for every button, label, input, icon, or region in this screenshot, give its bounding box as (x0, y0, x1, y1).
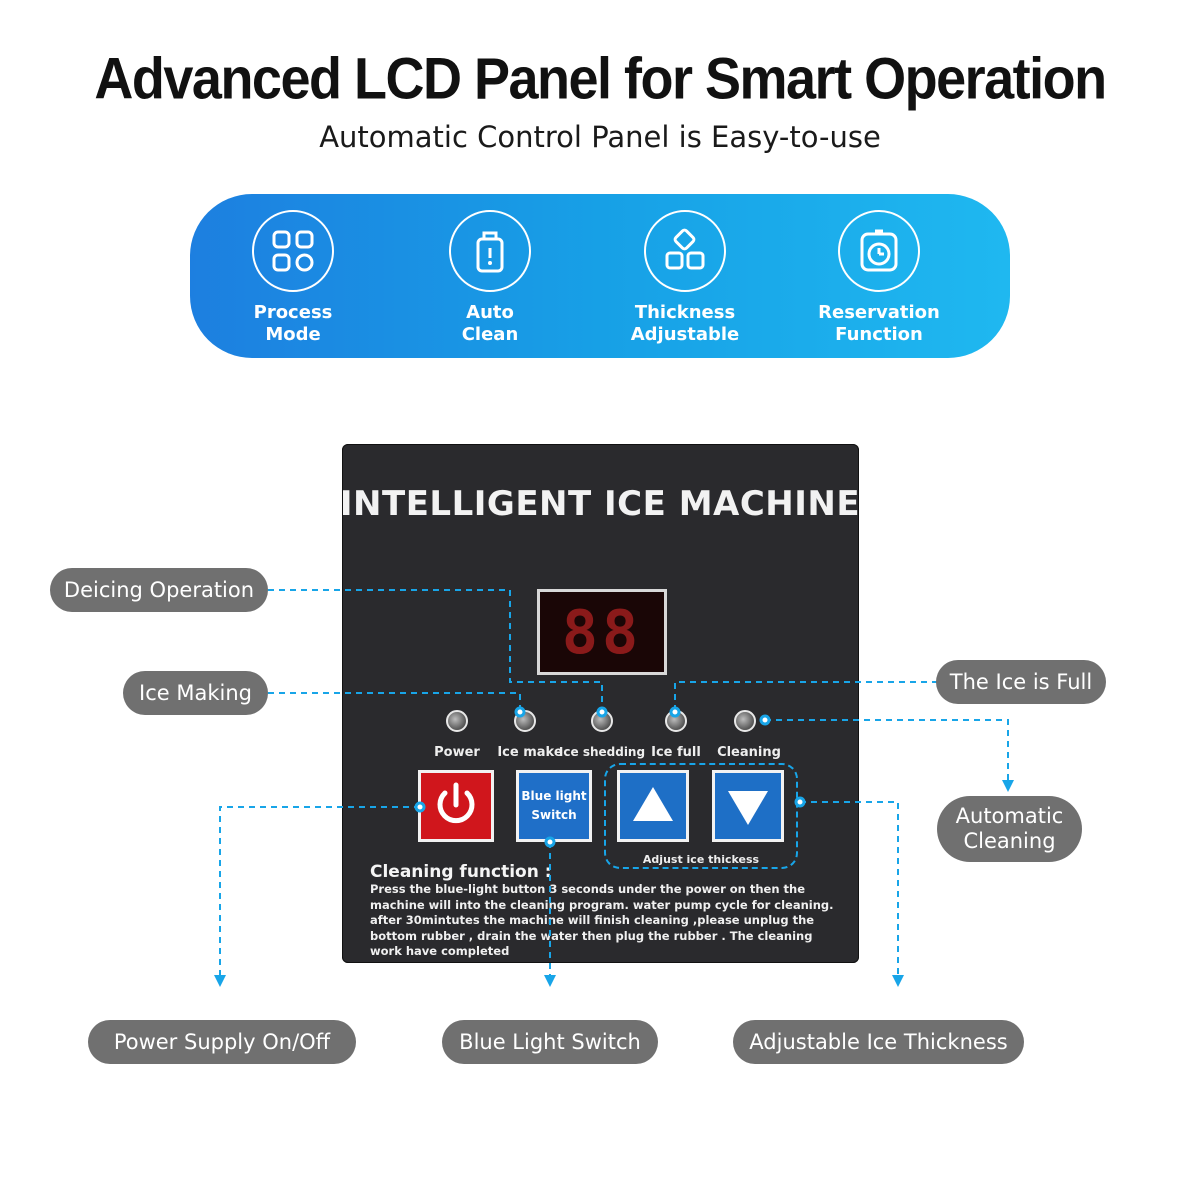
timer-icon (838, 210, 920, 292)
arrow-up-icon (633, 787, 673, 821)
thickness-up-button[interactable] (617, 770, 689, 842)
cleaning-function-title: Cleaning function : (370, 862, 552, 882)
cleaning-indicator-led (734, 710, 756, 732)
callout-ice-making: Ice Making (123, 671, 268, 715)
thickness-down-button[interactable] (712, 770, 784, 842)
thickness-label: Adjust ice thickess (642, 853, 760, 866)
ice-full-indicator-led (665, 710, 687, 732)
ice-cubes-icon (644, 210, 726, 292)
arrow-down-icon (728, 791, 768, 825)
ice-make-indicator-led (514, 710, 536, 732)
indicator-label-ice-make: Ice make (497, 745, 563, 760)
callout-blue-light-switch: Blue Light Switch (442, 1020, 658, 1064)
feature-bar: Process Mode Auto Clean Thickness Adjust… (190, 194, 1010, 358)
blue-light-switch-label: Blue light Switch (521, 789, 587, 822)
power-button[interactable] (418, 770, 494, 842)
panel-title: INTELLIGENT ICE MACHINE (339, 484, 861, 524)
indicator-label-cleaning: Cleaning (717, 745, 781, 760)
feature-auto-clean: Auto Clean (415, 210, 565, 346)
grid-icon (252, 210, 334, 292)
callout-deicing-operation: Deicing Operation (50, 568, 268, 612)
callout-power-supply: Power Supply On/Off (88, 1020, 356, 1064)
display-digits: 88 (561, 598, 643, 668)
blue-light-switch-button[interactable]: Blue light Switch (516, 770, 592, 842)
power-indicator-led (446, 710, 468, 732)
callout-ice-full: The Ice is Full (936, 660, 1106, 704)
feature-label: Auto Clean (461, 302, 519, 345)
feature-reservation: Reservation Function (804, 210, 954, 346)
callout-automatic-cleaning: Automatic Cleaning (937, 796, 1082, 862)
feature-label: Reservation Function (818, 302, 940, 345)
indicator-label-ice-shedding: Ice shedding (558, 745, 646, 759)
cleaning-function-text: Press the blue-light button 3 seconds un… (370, 882, 834, 958)
ice-shedding-indicator-led (591, 710, 613, 732)
power-icon (437, 782, 475, 824)
indicator-label-ice-full: Ice full (651, 745, 701, 760)
bottle-icon (449, 210, 531, 292)
feature-thickness: Thickness Adjustable (610, 210, 760, 346)
page-subtitle: Automatic Control Panel is Easy-to-use (319, 120, 881, 154)
feature-label: Thickness Adjustable (630, 302, 740, 345)
indicator-label-power: Power (434, 745, 480, 760)
feature-process-mode: Process Mode (218, 210, 368, 346)
led-display: 88 (537, 589, 667, 675)
callout-adjustable-ice-thickness: Adjustable Ice Thickness (733, 1020, 1024, 1064)
feature-label: Process Mode (253, 302, 333, 345)
thickness-button-group (604, 763, 798, 869)
page-title: Advanced LCD Panel for Smart Operation (94, 46, 1107, 112)
